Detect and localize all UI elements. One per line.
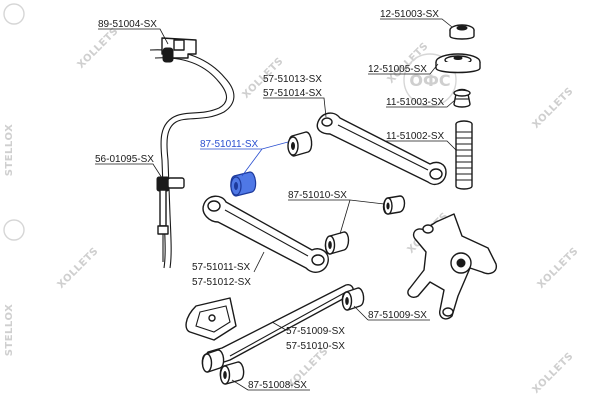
- mounting-bracket: [185, 297, 237, 341]
- part-number: 87-51008-SX: [248, 380, 307, 391]
- part-number: 56-01095-SX: [95, 154, 154, 165]
- label-87-51011: 87-51011-SX: [200, 139, 289, 177]
- svg-text:ОФС: ОФС: [409, 71, 450, 90]
- watermark-logo: ОФС: [403, 53, 457, 107]
- upper-rear-arm: [316, 112, 447, 186]
- watermark-text: XOLLETS: [531, 86, 576, 131]
- part-number: 57-51014-SX: [263, 88, 322, 99]
- bushing-87-51010-b: [324, 231, 350, 255]
- part-number: 12-51003-SX: [380, 9, 439, 20]
- part-number: 57-51011-SX: [192, 262, 251, 273]
- part-number: 11-51002-SX: [386, 131, 445, 142]
- part-number: 11-51003-SX: [386, 97, 445, 108]
- label-12-51005: 12-51005-SX: [368, 63, 439, 75]
- label-56-01095: 56-01095-SX: [95, 154, 163, 179]
- bushing-87-51008: [201, 349, 245, 385]
- watermark-text: XOLLETS: [531, 351, 576, 396]
- stabilizer-bar: [149, 49, 235, 269]
- bushing-upper: [287, 131, 313, 157]
- bushing-87-51011: [230, 171, 257, 197]
- label-57-51012: 57-51012-SX: [192, 251, 265, 288]
- bushing-87-51010-a: [382, 195, 406, 215]
- label-57-51013: 57-51013-SX: [263, 74, 322, 85]
- watermark-left: STELLOX STELLOX: [3, 3, 25, 357]
- label-87-51009: 87-51009-SX: [353, 305, 430, 321]
- dust-boot: [455, 120, 473, 190]
- part-number: 57-51010-SX: [286, 341, 345, 352]
- label-87-51008: 87-51008-SX: [231, 379, 310, 391]
- part-number: 57-51013-SX: [263, 74, 322, 85]
- label-57-51014: 57-51014-SX: [263, 88, 327, 118]
- part-number: 57-51009-SX: [286, 326, 345, 337]
- part-number: 89-51004-SX: [98, 19, 157, 30]
- label-89-51004: 89-51004-SX: [98, 19, 169, 45]
- bump-stop: [453, 88, 471, 108]
- strut-bearing: [435, 53, 481, 74]
- watermark-text: XOLLETS: [76, 26, 121, 71]
- part-number: 87-51011-SX: [200, 139, 259, 150]
- watermark-text: XOLLETS: [56, 246, 101, 291]
- stabilizer-bushing: [161, 37, 197, 63]
- watermark-text: STELLOX: [4, 124, 15, 177]
- bushing-87-51009: [341, 287, 365, 311]
- label-87-51010: 87-51010-SX: [288, 190, 385, 235]
- watermark-text: STELLOX: [4, 304, 15, 357]
- label-12-51003: 12-51003-SX: [380, 9, 453, 28]
- label-57-51011: 57-51011-SX: [192, 262, 251, 273]
- part-number: 57-51012-SX: [192, 277, 251, 288]
- part-number: 87-51010-SX: [288, 190, 347, 201]
- label-11-51002: 11-51002-SX: [386, 131, 457, 151]
- label-57-51010: 57-51010-SX: [286, 341, 345, 352]
- part-number: 12-51005-SX: [368, 64, 427, 75]
- top-mount-cap: [449, 24, 475, 40]
- part-number: 87-51009-SX: [368, 310, 427, 321]
- lower-rear-arm: [202, 195, 329, 273]
- stabilizer-link: [156, 176, 185, 262]
- label-11-51003: 11-51003-SX: [386, 97, 456, 108]
- label-57-51009: 57-51009-SX: [271, 321, 345, 337]
- steering-knuckle: [407, 213, 497, 320]
- watermark-text: XOLLETS: [536, 246, 581, 291]
